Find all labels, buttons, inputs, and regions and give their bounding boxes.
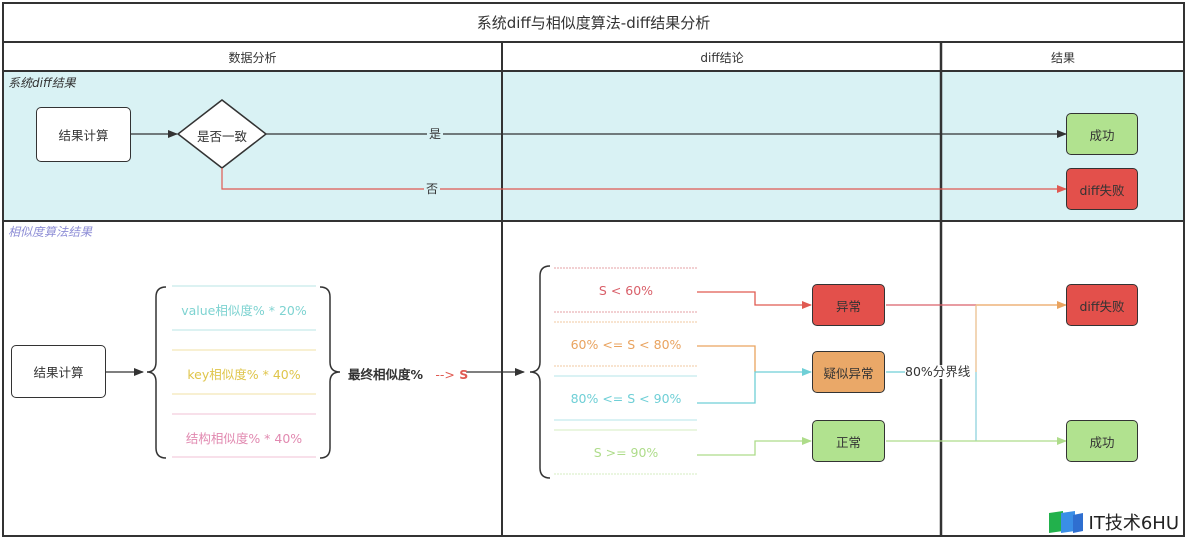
final-similarity-label: 最终相似度%: [348, 367, 424, 382]
edge-80-90-to-suspect: [697, 368, 812, 404]
similarity-variable: S: [459, 367, 469, 382]
edge-lt60-to-abnormal: [697, 291, 812, 309]
node-success[interactable]: 成功: [1066, 113, 1138, 155]
edge-label-no: 否: [424, 182, 441, 196]
node-abnormal[interactable]: 异常: [812, 284, 885, 326]
node-similarity-success[interactable]: 成功: [1066, 420, 1138, 462]
watermark-logo-icon: [1048, 511, 1083, 533]
diagram-title: 系统diff与相似度算法-diff结果分析: [476, 13, 711, 32]
node-compute-result[interactable]: 结果计算: [36, 107, 131, 162]
formula-structure: 结构相似度% * 40%: [185, 431, 303, 446]
edge-label-yes: 是: [427, 127, 444, 141]
node-suspect-abnormal[interactable]: 疑似异常: [812, 351, 885, 393]
formula-value: value相似度% * 20%: [181, 303, 307, 318]
watermark-text: IT技术6HU: [1088, 513, 1179, 534]
range-above-90: S >= 90%: [593, 445, 659, 460]
range-below-60: S < 60%: [598, 283, 654, 298]
decision-consistent-label: 是否一致: [196, 129, 247, 144]
watermark: IT技术6HU: [1044, 509, 1181, 535]
edge-60-80: [697, 345, 756, 372]
column-header-result: 结果: [1050, 50, 1075, 65]
range-80-90: 80% <= S < 90%: [570, 391, 682, 406]
column-header-data-analysis: 数据分析: [228, 50, 277, 65]
node-similarity-diff-fail[interactable]: diff失败: [1066, 284, 1138, 326]
range-brace: [529, 265, 551, 479]
lane-label-similarity: 相似度算法结果: [8, 225, 93, 239]
boundary-80-label: 80%分界线: [905, 364, 971, 379]
right-brace: [319, 286, 341, 459]
lane-label-system-diff: 系统diff结果: [8, 76, 76, 90]
left-brace: [146, 286, 167, 459]
node-normal[interactable]: 正常: [812, 420, 885, 462]
range-60-80: 60% <= S < 80%: [570, 337, 682, 352]
column-header-diff-conclusion: diff结论: [700, 50, 744, 65]
edge-no: [221, 168, 1067, 193]
node-diff-fail[interactable]: diff失败: [1066, 168, 1138, 210]
formula-key: key相似度% * 40%: [187, 367, 301, 382]
final-similarity: 最终相似度% --> S: [348, 364, 468, 383]
maps-to-arrow: -->: [435, 367, 455, 382]
system-diff-lane-bg: [3, 72, 1184, 221]
edge-ge90-to-normal: [697, 437, 812, 456]
node-compute-similarity[interactable]: 结果计算: [11, 345, 106, 398]
